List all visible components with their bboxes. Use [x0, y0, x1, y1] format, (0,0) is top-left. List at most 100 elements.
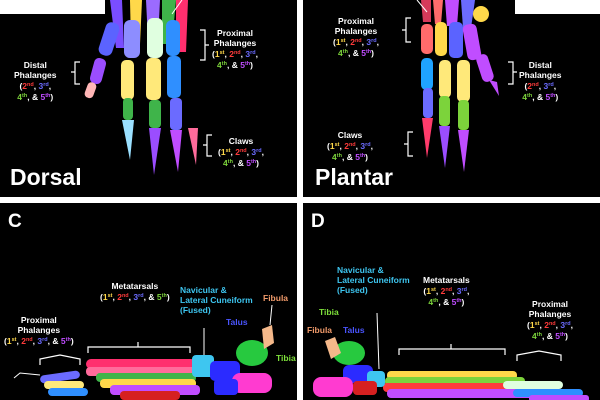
middle-phalanx-1	[423, 88, 433, 118]
proximal-phalanx-3	[147, 18, 163, 58]
bracket-proximal	[39, 354, 81, 365]
cuboid	[353, 381, 377, 395]
proximal-phalanx-2	[435, 22, 447, 56]
distal-phalanx-4	[476, 54, 494, 82]
fibula	[262, 325, 274, 349]
label-tibia: Tibia	[319, 307, 339, 317]
panel-c: C Metatarsals (1st, 2nd, 3rd, & 5th) Nav…	[0, 203, 297, 400]
proximal-phalanx-5	[98, 22, 120, 56]
bracket-proximal	[402, 17, 411, 43]
lateral-foot-illustration-c	[13, 304, 274, 400]
metatarsal-4	[387, 389, 537, 398]
panel-letter-d: D	[311, 211, 325, 232]
middle-phalanx-4	[123, 98, 133, 120]
label-talus: Talus	[226, 317, 248, 327]
label-fibula: Fibula	[263, 293, 289, 303]
distal-phalanx-4	[121, 60, 134, 100]
leader-line	[13, 372, 41, 379]
label-proximal-phalanges: Proximal Phalanges (1st, 2nd, 3rd, 4th, …	[527, 299, 574, 341]
proximal-phalanx	[48, 388, 88, 396]
label-distal-phalanges: Distal Phalanges (2nd, 3rd, 4th, & 5th)	[14, 60, 57, 102]
panel-d: D Navicular & Lateral Cuneiform (Fused) …	[303, 203, 600, 400]
leader-line	[416, 0, 428, 13]
calcaneus	[313, 377, 353, 397]
proximal-phalanx-4	[462, 23, 482, 61]
bone	[445, 0, 459, 26]
claw-2	[439, 126, 450, 168]
view-title-plantar: Plantar	[315, 164, 393, 190]
bracket-claws	[203, 134, 212, 157]
label-box	[515, 0, 600, 14]
bracket-metatarsals	[398, 344, 506, 355]
talus	[343, 365, 373, 383]
cuboid	[214, 379, 238, 395]
label-proximal-phalanges: Proximal Phalanges (1st, 2nd, 3rd, & 5th…	[4, 315, 74, 346]
distal-phalanx-3	[146, 58, 161, 100]
talus	[210, 361, 240, 381]
bone	[461, 0, 475, 28]
claw-4	[489, 80, 499, 96]
proximal-phalanx-1	[421, 24, 433, 54]
bracket-metatarsals	[87, 342, 191, 353]
metatarsal-extra	[120, 391, 180, 400]
calcaneus	[232, 373, 272, 393]
proximal-phalanx	[44, 381, 84, 389]
middle-phalanx-3	[149, 100, 161, 128]
tibia	[333, 341, 365, 365]
label-proximal-phalanges: Proximal Phalanges (1st, 2nd, 3rd, 4th, …	[333, 16, 380, 58]
label-tibia: Tibia	[276, 353, 296, 363]
label-claws: Claws (1st, 2nd, 3rd, 4th, & 5th)	[327, 130, 374, 162]
middle-phalanx-2	[170, 98, 182, 130]
label-distal-phalanges: Distal Phalanges (2nd, 3rd, 4th, & 5th)	[519, 60, 562, 102]
panel-letter-c: C	[8, 211, 22, 232]
plantar-foot-illustration	[402, 0, 600, 172]
label-proximal-phalanges: Proximal Phalanges (1st, 2nd, 3rd, 4th, …	[212, 28, 259, 70]
leader-line	[269, 304, 273, 326]
leader-line	[376, 312, 380, 370]
bracket-proximal	[200, 29, 209, 61]
distal-phalanx-3	[457, 60, 470, 102]
proximal-phalanx	[40, 370, 80, 384]
label-metatarsals: Metatarsals (1st, 2nd, 3rd, & 5th)	[100, 281, 170, 302]
distal-phalanx-5	[89, 58, 107, 84]
label-claws: Claws (1st, 2nd, 3rd, 4th, & 5th)	[218, 136, 265, 168]
distal-phalanx-2	[167, 56, 181, 98]
panel-plantar: Proximal Phalanges (1st, 2nd, 3rd, 4th, …	[303, 0, 600, 197]
proximal-phalanx-4	[124, 20, 140, 58]
view-title-dorsal: Dorsal	[10, 164, 82, 190]
label-metatarsals: Metatarsals (1st, 2nd, 3rd, 4th, & 5th)	[423, 275, 470, 307]
claw-3	[149, 128, 161, 175]
navicular-lateral-cuneiform	[192, 355, 214, 377]
label-navicular: Navicular & Lateral Cuneiform (Fused)	[180, 285, 253, 315]
sesamoid	[473, 6, 489, 22]
middle-phalanx-2	[439, 96, 450, 126]
bone	[110, 0, 124, 48]
bracket-proximal	[516, 350, 562, 361]
bracket-distal	[71, 61, 80, 85]
dorsal-foot-illustration	[0, 0, 212, 175]
bone	[433, 0, 443, 24]
distal-phalanx-2	[439, 60, 451, 98]
proximal-phalanx	[503, 381, 563, 389]
claw-4	[122, 120, 134, 160]
metatarsal-1	[86, 359, 196, 369]
bracket-distal	[508, 61, 517, 85]
claw-1	[422, 118, 433, 158]
proximal-phalanx-2	[166, 20, 180, 56]
distal-phalanx-1	[421, 58, 433, 90]
fibula	[325, 337, 341, 359]
panel-dorsal: Proximal Phalanges (1st, 2nd, 3rd, 4th, …	[0, 0, 297, 197]
claw-1	[188, 128, 198, 165]
claw-5	[84, 82, 97, 99]
label-fibula: Fibula	[307, 325, 333, 335]
claw-2	[170, 130, 182, 172]
label-box	[0, 0, 105, 14]
label-talus: Talus	[343, 325, 365, 335]
proximal-phalanx	[529, 395, 589, 400]
bracket-claws	[404, 131, 413, 157]
tibia	[236, 340, 268, 366]
label-navicular: Navicular & Lateral Cuneiform (Fused)	[337, 265, 410, 295]
claw-3	[458, 130, 469, 172]
medial-foot-illustration-d	[313, 312, 589, 400]
